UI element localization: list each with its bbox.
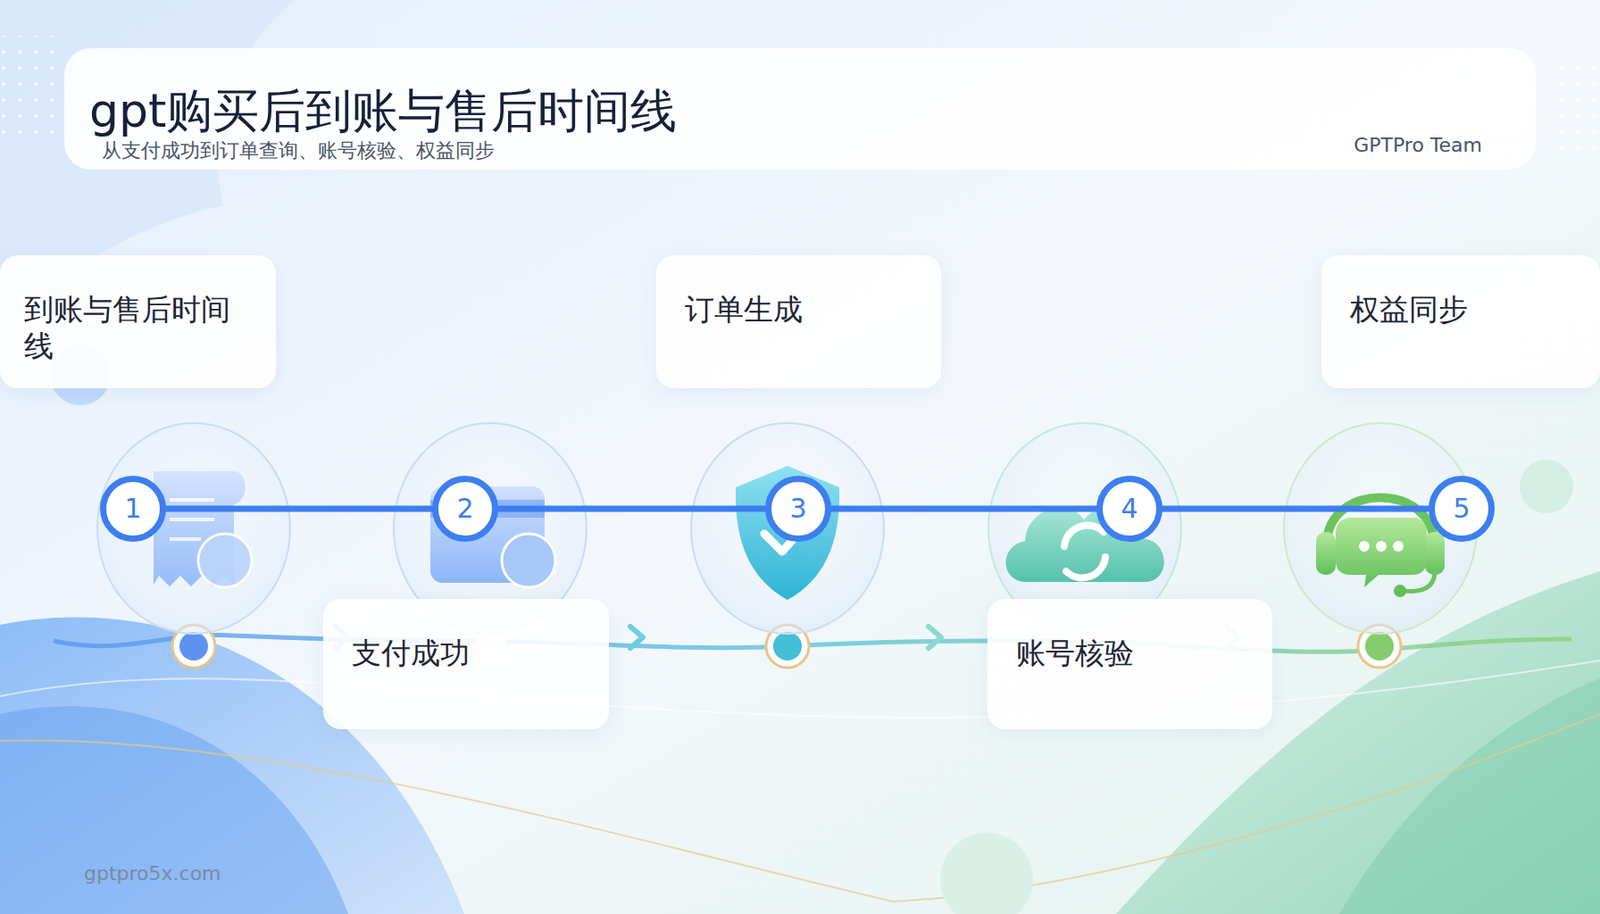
step-label: 权益同步 xyxy=(1350,291,1579,328)
step-number-circle: 3 xyxy=(765,475,832,542)
step-box: 支付成功 xyxy=(323,599,609,730)
step-number-circle: 2 xyxy=(432,475,499,542)
team-label: GPTPro Team xyxy=(1353,133,1483,157)
callout-number: 5 xyxy=(1452,495,1470,523)
timeline-connector xyxy=(830,506,1098,513)
step-number-circle: 1 xyxy=(100,475,167,542)
callout-number: 4 xyxy=(1120,495,1138,523)
step-box: 账号核验 xyxy=(987,599,1273,730)
page-subtitle: 从支付成功到订单查询、账号核验、权益同步 xyxy=(101,137,495,165)
step-label: 到账与售后时间线 xyxy=(24,291,255,366)
step-number-circle: 5 xyxy=(1428,475,1495,542)
page-title: gpt购买后到账与售后时间线 xyxy=(89,80,677,143)
step-label: 订单生成 xyxy=(684,291,920,328)
callout-number: 3 xyxy=(789,495,807,523)
step-label: 支付成功 xyxy=(351,634,588,672)
step-number-circle: 4 xyxy=(1096,475,1163,542)
step-box: 订单生成 xyxy=(656,255,942,389)
timeline-connector xyxy=(497,506,767,513)
timeline-connector xyxy=(1161,506,1430,513)
step-label: 账号核验 xyxy=(1016,634,1251,672)
callout-number: 1 xyxy=(124,495,142,523)
timeline-connector xyxy=(165,506,434,513)
site-watermark: gptpro5x.com xyxy=(83,862,222,885)
step-box: 权益同步 xyxy=(1321,255,1600,389)
step-box: 到账与售后时间线 xyxy=(0,255,276,389)
callout-number: 2 xyxy=(456,495,474,523)
